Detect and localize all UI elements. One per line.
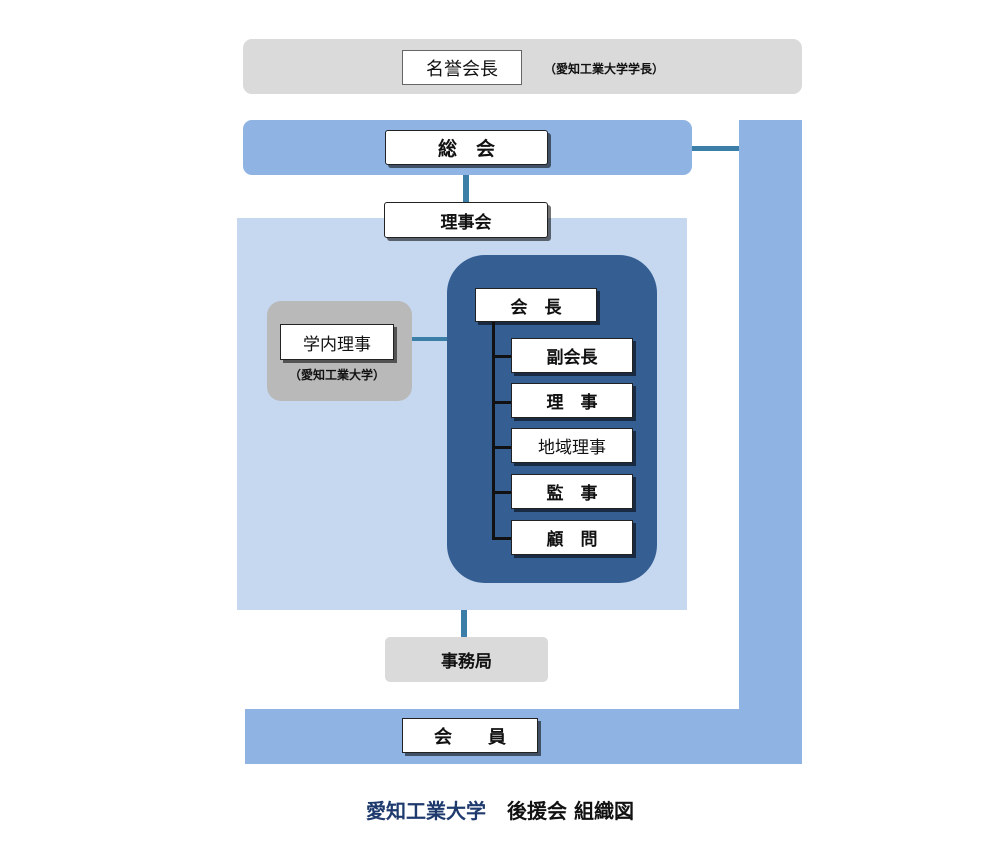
connector-assembly-board xyxy=(463,175,469,203)
honorary-band xyxy=(243,39,802,94)
tree-branch xyxy=(492,355,512,358)
general-assembly-label: 総 会 xyxy=(437,138,495,160)
role-box-vice-chair: 副会長 xyxy=(511,338,633,373)
role-box-advisor: 顧 問 xyxy=(511,520,633,555)
secretariat-box: 事務局 xyxy=(385,637,548,682)
members-box: 会 員 xyxy=(402,718,538,753)
caption-title: 後援会 組織図 xyxy=(507,799,634,823)
role-box-director: 理 事 xyxy=(511,383,633,418)
role-label: 副会長 xyxy=(546,348,598,368)
secretariat-label: 事務局 xyxy=(441,652,492,672)
tree-branch xyxy=(492,401,512,404)
board-label: 理事会 xyxy=(440,212,492,233)
tree-branch xyxy=(492,537,512,540)
diagram-caption: 愛知工業大学 後援会 組織図 xyxy=(0,795,1000,824)
university-director-box: 学内理事 xyxy=(280,324,394,360)
role-box-auditor: 監 事 xyxy=(511,474,633,509)
role-box-regional-director: 地域理事 xyxy=(511,428,633,463)
role-label: 監 事 xyxy=(546,484,598,504)
connector-director-executive xyxy=(412,337,448,341)
role-label: 地域理事 xyxy=(538,438,606,458)
role-label: 理 事 xyxy=(546,393,598,413)
caption-org: 愛知工業大学 xyxy=(366,799,487,823)
honorary-president-note: （愛知工業大学学長） xyxy=(544,62,665,76)
right-vertical-band xyxy=(739,120,802,764)
university-director-label: 学内理事 xyxy=(303,334,371,355)
chair-box: 会 長 xyxy=(475,288,597,322)
chair-label: 会 長 xyxy=(510,297,562,318)
role-label: 顧 問 xyxy=(546,530,598,550)
executive-tree-line xyxy=(492,322,495,539)
board-box: 理事会 xyxy=(384,202,548,238)
honorary-president-label: 名誉会長 xyxy=(426,58,498,80)
general-assembly-box: 総 会 xyxy=(385,130,548,165)
tree-branch xyxy=(492,491,512,494)
connector-board-secretariat xyxy=(461,610,467,637)
connector-assembly-right xyxy=(692,146,739,151)
honorary-president-box: 名誉会長 xyxy=(402,50,522,85)
university-director-note: （愛知工業大学） xyxy=(288,368,385,382)
tree-branch xyxy=(492,446,512,449)
members-label: 会 員 xyxy=(434,726,506,748)
